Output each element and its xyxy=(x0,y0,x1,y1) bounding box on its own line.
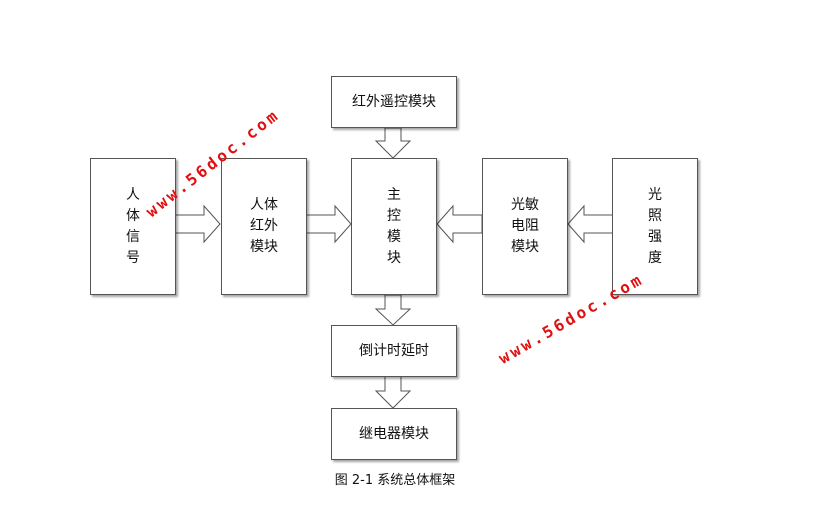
pir-module-line-1: 人体 xyxy=(250,197,278,213)
figure-caption: 图 2-1 系统总体框架 xyxy=(334,473,456,488)
pir-module-line-2: 红外 xyxy=(250,218,278,234)
main-control-module-box: 主 控 模 块 xyxy=(351,158,437,295)
light-intensity-line-4: 度 xyxy=(648,249,662,266)
light-intensity-line-3: 强 xyxy=(648,228,662,245)
human-signal-line-1: 人 xyxy=(126,186,140,203)
light-intensity-line-2: 照 xyxy=(648,207,662,224)
human-signal-box: 人 体 信 号 xyxy=(90,158,176,295)
arrow-photo-to-main xyxy=(436,204,483,244)
light-intensity-box: 光 照 强 度 xyxy=(612,158,698,295)
arrow-light-to-photo xyxy=(567,204,614,244)
arrow-remote-to-main xyxy=(374,127,412,159)
arrow-main-to-countdown xyxy=(374,294,412,326)
light-intensity-line-1: 光 xyxy=(648,186,662,203)
main-control-line-4: 块 xyxy=(387,249,401,266)
remote-control-module-label: 红外遥控模块 xyxy=(352,93,436,110)
photoresistor-module-box: 光敏 电阻 模块 xyxy=(482,158,568,295)
human-signal-line-4: 号 xyxy=(126,249,140,266)
human-signal-line-3: 信 xyxy=(126,228,140,245)
main-control-line-1: 主 xyxy=(387,186,401,203)
arrow-countdown-to-relay xyxy=(374,375,412,409)
pir-module-line-3: 模块 xyxy=(250,239,278,255)
photoresistor-line-3: 模块 xyxy=(511,239,539,255)
countdown-delay-box: 倒计时延时 xyxy=(331,325,457,377)
arrow-pir-to-main xyxy=(305,204,352,244)
remote-control-module-box: 红外遥控模块 xyxy=(331,76,457,128)
photoresistor-line-1: 光敏 xyxy=(511,197,539,213)
photoresistor-line-2: 电阻 xyxy=(511,218,539,234)
arrow-signal-to-pir xyxy=(174,204,221,244)
relay-module-box: 继电器模块 xyxy=(331,408,457,460)
pir-module-box: 人体 红外 模块 xyxy=(221,158,307,295)
relay-module-label: 继电器模块 xyxy=(359,425,429,442)
main-control-line-3: 模 xyxy=(387,228,401,245)
human-signal-line-2: 体 xyxy=(126,207,140,224)
countdown-delay-label: 倒计时延时 xyxy=(359,342,429,359)
main-control-line-2: 控 xyxy=(387,207,401,224)
